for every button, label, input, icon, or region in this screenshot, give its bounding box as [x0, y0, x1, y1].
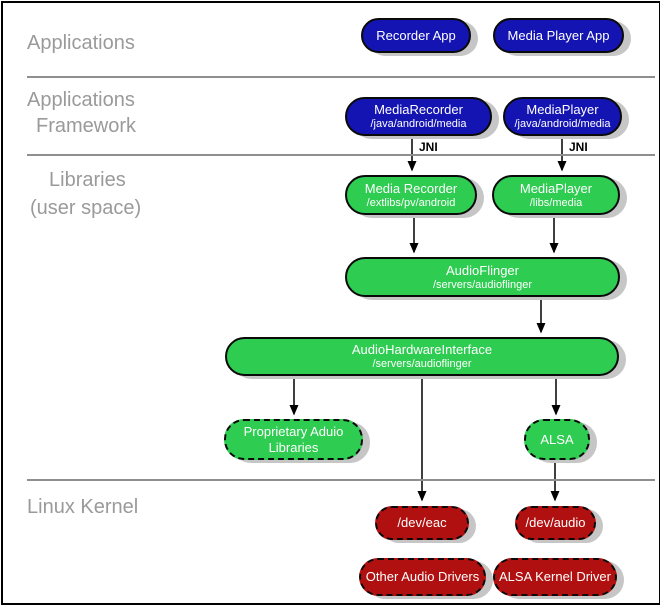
node-title: /dev/eac: [397, 515, 447, 530]
node-subtitle: /java/android/media: [514, 118, 611, 130]
jni-label-right: JNI: [569, 140, 588, 154]
layer-label-applications: Applications: [27, 32, 135, 54]
layer-label-libraries-line2: (user space): [30, 197, 142, 219]
separator-applications: [27, 76, 655, 78]
node-title: Media Recorder: [364, 180, 458, 196]
node-subtitle: /extlibs/pv/android: [366, 196, 456, 209]
node-title: AudioFlinger: [446, 262, 519, 278]
node-subtitle: /servers/audioflinger: [372, 358, 472, 370]
node-other-audio-drivers: Other Audio Drivers: [359, 558, 486, 596]
node-dev-audio: /dev/audio: [515, 506, 596, 540]
node-title: ALSA: [540, 431, 574, 447]
node-alsa-kernel-driver: ALSA Kernel Driver: [493, 558, 617, 596]
node-title: AudioHardwareInterface: [351, 342, 493, 357]
node-title: MediaPlayer: [526, 102, 599, 117]
node-recorder-app: Recorder App: [361, 18, 471, 53]
node-alsa: ALSA: [524, 419, 590, 460]
node-audioflinger: AudioFlinger /servers/audioflinger: [345, 257, 620, 297]
jni-label-left: JNI: [419, 140, 438, 154]
layer-label-linux-kernel: Linux Kernel: [27, 496, 139, 518]
node-title: MediaRecorder: [374, 102, 463, 117]
node-media-player-app: Media Player App: [493, 18, 624, 53]
layer-label-applications-framework-line2: Framework: [36, 115, 137, 137]
node-title: Recorder App: [376, 27, 456, 43]
node-title: ALSA Kernel Driver: [499, 569, 611, 584]
node-subtitle: /libs/media: [529, 196, 583, 209]
separator-framework: [27, 154, 655, 156]
node-proprietary-audio-libraries: Proprietary Aduio Libraries: [224, 419, 363, 460]
node-title: Media Player App: [507, 27, 610, 43]
node-dev-eac: /dev/eac: [375, 506, 469, 540]
node-audio-hardware-interface: AudioHardwareInterface /servers/audiofli…: [225, 337, 619, 376]
layer-label-libraries-line1: Libraries: [49, 169, 126, 191]
separator-kernel: [27, 479, 655, 481]
node-title: MediaPlayer: [519, 180, 593, 196]
node-title-line2: Libraries: [268, 439, 319, 455]
node-subtitle: /java/android/media: [370, 118, 467, 130]
node-subtitle: /servers/audioflinger: [432, 278, 533, 291]
node-media-recorder-lib: Media Recorder /extlibs/pv/android: [345, 175, 477, 215]
node-title-line1: Proprietary Aduio: [243, 423, 344, 439]
layer-label-applications-framework-line1: Applications: [27, 89, 135, 111]
node-mediaplayer-lib: MediaPlayer /libs/media: [492, 175, 620, 215]
node-title: Other Audio Drivers: [365, 569, 480, 584]
node-mediarecorder-framework: MediaRecorder /java/android/media: [345, 97, 492, 136]
node-title: /dev/audio: [525, 515, 586, 530]
node-mediaplayer-framework: MediaPlayer /java/android/media: [503, 97, 622, 136]
